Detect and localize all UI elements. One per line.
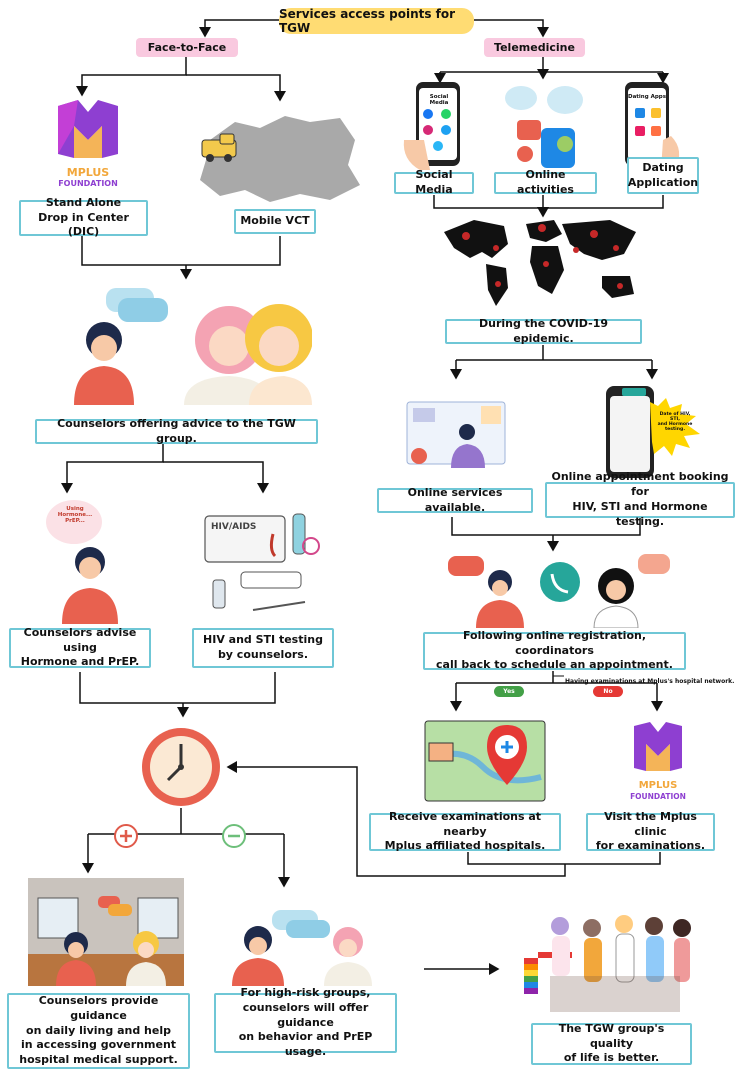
dating-app-text: Dating Application bbox=[627, 160, 699, 189]
highrisk-text: For high-risk groups, counselors will of… bbox=[238, 985, 373, 1059]
network-note: Having examinations at Mplus's hospital … bbox=[565, 678, 735, 685]
mplus-logo: MPLUS FOUNDATION bbox=[50, 96, 126, 194]
advise-text: Counselors advise using Hormone and PrEP… bbox=[20, 625, 140, 669]
social-phone-icon: Social Media bbox=[400, 80, 470, 172]
title-pill: Services access points for TGW bbox=[279, 7, 474, 35]
mplus-logo-right: MPLUS FOUNDATION bbox=[620, 720, 696, 806]
test-kit-icon: HIV/AIDS bbox=[203, 510, 329, 622]
kit-label: HIV/AIDS bbox=[211, 522, 257, 532]
online-services-box: Online services available. bbox=[377, 485, 533, 514]
callback-illustration bbox=[448, 552, 678, 629]
bubble-text: Using Hormone... PrEP... bbox=[57, 506, 93, 524]
guidance-text: Counselors provide guidance on daily liv… bbox=[19, 993, 178, 1067]
counselors-text: Counselors offering advice to the TGW gr… bbox=[57, 416, 296, 445]
yes-text: Yes bbox=[503, 688, 515, 695]
counselors-box: Counselors offering advice to the TGW gr… bbox=[35, 416, 318, 445]
booking-text: Online appointment booking for HIV, STI … bbox=[551, 470, 729, 528]
pride-group-illustration bbox=[520, 908, 698, 1016]
advise-illustration: Using Hormone... PrEP... bbox=[30, 498, 130, 624]
minus-icon bbox=[221, 823, 247, 849]
testing-box: HIV and STI testing by counselors. bbox=[192, 628, 334, 668]
dic-box: Stand Alone Drop in Center (DIC) bbox=[19, 196, 148, 238]
booking-box: Online appointment booking for HIV, STI … bbox=[545, 470, 735, 528]
logo-subtext: FOUNDATION bbox=[58, 179, 118, 188]
no-badge: No bbox=[593, 686, 623, 697]
yes-badge: Yes bbox=[494, 686, 524, 697]
logo-text: MPLUS bbox=[66, 166, 110, 179]
highrisk-illustration bbox=[218, 906, 376, 986]
booking-note-text: Date of HIV, STI, and Hormone testing. bbox=[657, 412, 693, 432]
advise-box: Counselors advise using Hormone and PrEP… bbox=[9, 625, 151, 669]
clinic-box: Visit the Mplus clinic for examinations. bbox=[586, 810, 715, 852]
mobile-vct-box: Mobile VCT bbox=[234, 209, 316, 234]
world-map-icon bbox=[434, 214, 644, 310]
plus-icon bbox=[113, 823, 139, 849]
quality-box: The TGW group's quality of life is bette… bbox=[531, 1021, 692, 1065]
online-activities-icon bbox=[503, 84, 585, 170]
telemedicine-label: Telemedicine bbox=[484, 38, 585, 57]
covid-text: During the COVID-19 epidemic. bbox=[478, 316, 608, 345]
phone-social-label: Social Media bbox=[429, 94, 449, 106]
online-services-illustration bbox=[395, 392, 507, 476]
dic-text: Stand Alone Drop in Center (DIC) bbox=[38, 195, 129, 239]
office-scene-illustration bbox=[28, 878, 184, 986]
logo-right-subtext: FOUNDATION bbox=[630, 792, 686, 801]
social-media-box: Social Media bbox=[394, 168, 474, 196]
highrisk-box: For high-risk groups, counselors will of… bbox=[214, 986, 397, 1058]
hospital-map-icon bbox=[423, 717, 547, 805]
dating-app-box: Dating Application bbox=[627, 157, 699, 194]
booking-phone-icon: Date of HIV, STI, and Hormone testing. bbox=[596, 384, 708, 480]
callback-text: Following online registration, coordinat… bbox=[436, 628, 673, 672]
hospitals-box: Receive examinations at nearby Mplus aff… bbox=[369, 810, 561, 852]
face-to-face-text: Face-to-Face bbox=[147, 41, 227, 54]
social-media-text: Social Media bbox=[415, 168, 453, 196]
title-text: Services access points for TGW bbox=[279, 7, 456, 35]
clock-icon bbox=[140, 726, 222, 808]
logo-right-text: MPLUS bbox=[638, 780, 678, 791]
online-activities-text: Online activities bbox=[517, 168, 574, 196]
quality-text: The TGW group's quality of life is bette… bbox=[558, 1021, 665, 1065]
face-to-face-label: Face-to-Face bbox=[136, 38, 238, 57]
phone-dating-label: Dating Apps bbox=[628, 94, 666, 100]
region-map-icon bbox=[190, 110, 365, 206]
testing-text: HIV and STI testing by counselors. bbox=[203, 633, 323, 661]
online-activities-box: Online activities bbox=[494, 168, 597, 196]
hospitals-text: Receive examinations at nearby Mplus aff… bbox=[384, 809, 546, 853]
callback-box: Following online registration, coordinat… bbox=[423, 629, 686, 671]
mobile-vct-text: Mobile VCT bbox=[240, 214, 310, 228]
guidance-box: Counselors provide guidance on daily liv… bbox=[7, 993, 190, 1069]
counselor-illustration bbox=[44, 280, 313, 410]
telemedicine-text: Telemedicine bbox=[494, 41, 575, 54]
no-text: No bbox=[603, 688, 613, 695]
online-services-text: Online services available. bbox=[407, 485, 503, 514]
covid-box: During the COVID-19 epidemic. bbox=[445, 316, 642, 345]
clinic-text: Visit the Mplus clinic for examinations. bbox=[595, 809, 706, 853]
